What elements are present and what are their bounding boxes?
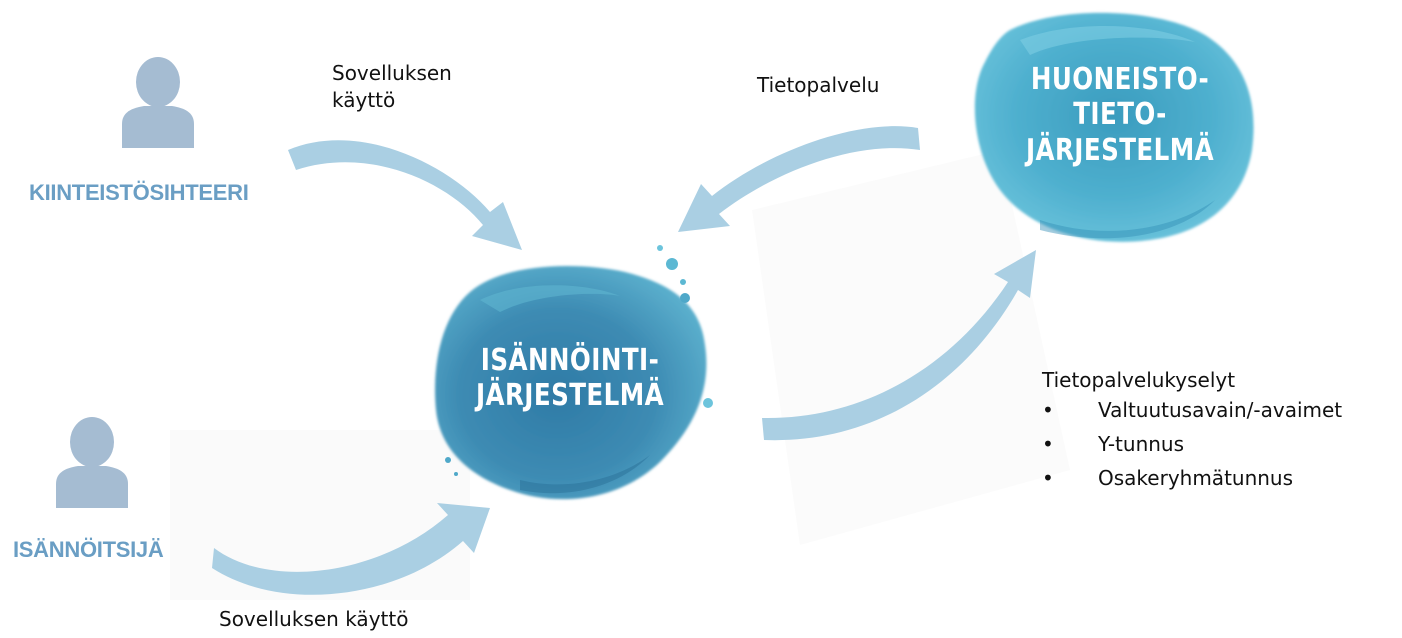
huoneisto-label-line: JÄRJESTELMÄ [1025, 132, 1215, 168]
arrow-isannointi-to-huoneisto [762, 250, 1036, 441]
list-item: Valtuutusavain/-avaimet [1042, 398, 1342, 432]
isannointi-label: ISÄNNÖINTI- JÄRJESTELMÄ [463, 343, 676, 414]
list-item: Y-tunnus [1042, 432, 1342, 466]
queries-block: Tietopalvelukyselyt Valtuutusavain/-avai… [1042, 368, 1342, 500]
huoneisto-label-line: TIETO- [1073, 97, 1167, 133]
queries-list: Valtuutusavain/-avaimet Y-tunnus Osakery… [1042, 398, 1342, 500]
list-item: Osakeryhmätunnus [1042, 466, 1342, 500]
arrow-label-line: käyttö [332, 88, 396, 112]
person-icon [56, 417, 128, 508]
arrow-isannoitsija-to-isannointi [212, 503, 490, 595]
arrow-label-bottom-left: Sovelluksen käyttö [219, 607, 409, 631]
role-isannoitsija-label: ISÄNNÖITSIJÄ [13, 537, 164, 562]
isannointi-blob [435, 245, 713, 500]
role-kiinteistosihteeri-label: KIINTEISTÖSIHTEERI [29, 180, 249, 205]
arrow-backdrop [752, 150, 1070, 545]
arrow-label-line: Sovelluksen [332, 61, 452, 85]
isannointi-label-line: ISÄNNÖINTI- [480, 343, 660, 378]
arrow-label-top-left: Sovelluksen käyttö [332, 60, 452, 114]
queries-title: Tietopalvelukyselyt [1042, 368, 1236, 392]
arrow-kiinteistosihteeri-to-isannointi [288, 140, 522, 250]
arrow-label-top-right: Tietopalvelu [757, 73, 880, 97]
person-icon [122, 57, 194, 148]
isannointi-label-line: JÄRJESTELMÄ [475, 378, 665, 414]
arrow-huoneisto-to-isannointi [678, 126, 920, 232]
huoneisto-blob [974, 12, 1254, 242]
huoneisto-label-line: HUONEISTO- [1030, 62, 1210, 97]
huoneisto-label: HUONEISTO- TIETO- JÄRJESTELMÄ [1013, 62, 1226, 168]
